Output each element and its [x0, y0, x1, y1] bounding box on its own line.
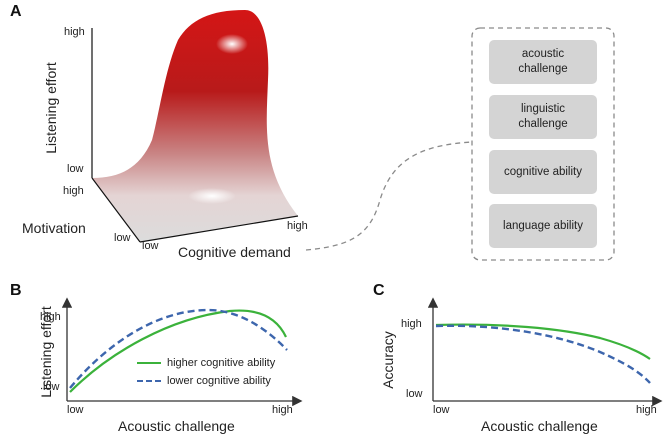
panel-letter-c: C — [373, 282, 385, 299]
panel-c-x-label: Acoustic challenge — [481, 418, 598, 434]
cognitive-demand-label: Cognitive demand — [178, 244, 291, 260]
panel-b-legend: higher cognitive ability lower cognitive… — [127, 353, 287, 393]
lower-ability-accuracy-curve — [435, 324, 651, 384]
factor-label: linguistic challenge — [518, 103, 568, 130]
surface-valley-highlight — [188, 188, 236, 204]
z-high-tick: high — [64, 26, 85, 38]
panel-b-x-low: low — [67, 404, 84, 416]
panel-letter-a: A — [10, 3, 22, 20]
panel-c-y-high: high — [401, 318, 422, 330]
factors-dashed-outline — [471, 27, 615, 261]
legend-line-blue-dashed — [137, 380, 161, 383]
demand-high-tick: high — [287, 220, 308, 232]
motivation-label: Motivation — [22, 220, 86, 236]
legend-label-higher: higher cognitive ability — [167, 357, 276, 369]
factor-label: cognitive ability — [504, 165, 582, 178]
factor-box-cognitive-ability: cognitive ability — [489, 150, 597, 194]
legend-label-lower: lower cognitive ability — [167, 375, 271, 387]
surface-peak-highlight — [216, 34, 248, 54]
panel-b-y-high: high — [40, 311, 61, 323]
panel-b-y-low: low — [43, 381, 60, 393]
panel-c-x-low: low — [433, 404, 450, 416]
factor-box-language-ability: language ability — [489, 204, 597, 248]
panel-b-x-label: Acoustic challenge — [118, 418, 235, 434]
motivation-high-tick: high — [63, 185, 84, 197]
lower-ability-effort-curve — [69, 308, 288, 389]
legend-line-green — [137, 362, 161, 365]
panel-b-x-high: high — [272, 404, 293, 416]
surface-hill — [92, 10, 298, 242]
motivation-axis-line — [91, 177, 141, 243]
panel-letter-b: B — [10, 282, 22, 299]
z-low-tick: low — [67, 163, 84, 175]
demand-axis-line — [139, 215, 299, 243]
higher-ability-effort-curve — [69, 309, 287, 393]
factor-box-linguistic-challenge: linguistic challenge — [489, 95, 597, 139]
factor-label: acoustic challenge — [518, 48, 568, 75]
demand-low-tick: low — [142, 240, 159, 252]
factor-label: language ability — [503, 219, 583, 232]
motivation-low-tick: low — [114, 232, 131, 244]
panel-c-x-high: high — [636, 404, 657, 416]
panel-c-y-label: Accuracy — [380, 331, 396, 389]
factor-box-acoustic-challenge: acoustic challenge — [489, 40, 597, 84]
legend-item-lower: lower cognitive ability — [137, 375, 271, 387]
connector-dashed-line — [305, 141, 473, 251]
legend-item-higher: higher cognitive ability — [137, 357, 275, 369]
higher-ability-accuracy-curve — [435, 323, 651, 360]
panel-c-y-low: low — [406, 388, 423, 400]
